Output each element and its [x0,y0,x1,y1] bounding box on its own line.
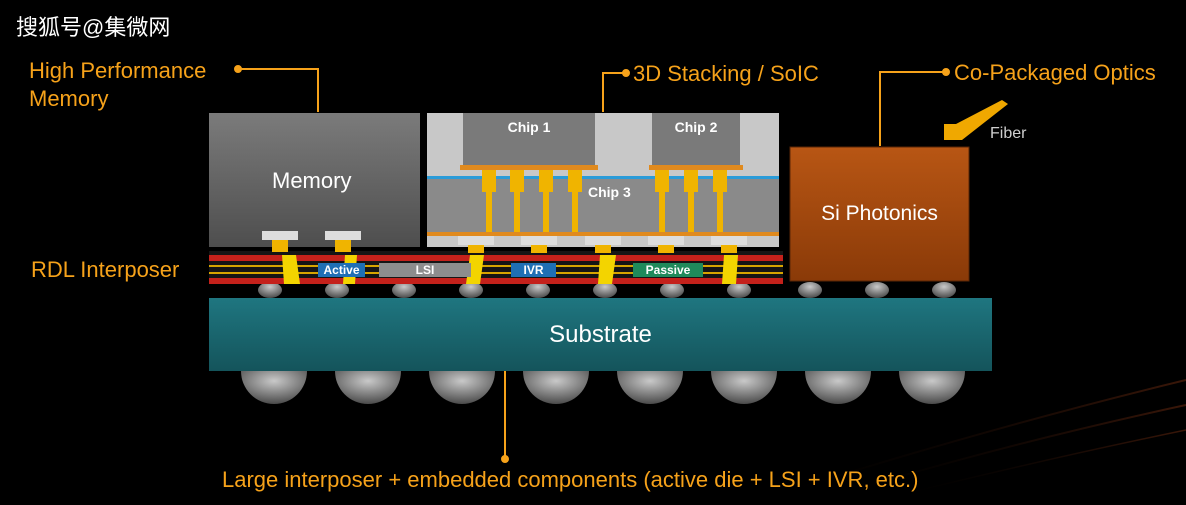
callout-lines [234,65,950,463]
chip1-label: Chip 1 [507,119,551,135]
chip-1 [463,113,595,166]
substrate [209,298,992,371]
memory-stack [209,113,420,247]
memory-bumps [262,231,361,252]
lsi-bridge [379,263,471,277]
bottom-callout: Large interposer + embedded components (… [222,467,919,492]
ivr-die [511,263,556,277]
passive-component [633,263,703,277]
chip-2 [652,113,740,166]
hbm-callout-line1: High Performance [29,58,207,83]
soic-bumps [458,236,747,253]
fiber-connector [944,100,1008,140]
hbm-leader [240,68,319,112]
chip3-label: Chip 3 [588,184,631,200]
substrate-label: Substrate [549,321,652,348]
optics-leader [879,71,944,146]
active-label: Active [323,263,360,277]
stacking-callout: 3D Stacking / SoIC [633,61,819,86]
background-swoosh [759,379,1186,501]
si-photonics-die [789,146,970,282]
fiber-label: Fiber [990,125,1027,142]
watermark: 搜狐号@集微网 [16,15,171,40]
rdl-callout: RDL Interposer [31,257,180,282]
soic-stack [427,113,779,253]
chip2-label: Chip 2 [674,119,718,135]
passive-label: Passive [645,263,691,277]
ivr-label: IVR [523,263,544,277]
memory-label: Memory [272,168,352,193]
active-die [318,263,365,277]
hbm-callout-line2: Memory [29,86,109,111]
stacking-leader [602,72,624,112]
lsi-label: LSI [415,263,435,277]
c4-bumps [258,282,956,298]
rdl-interposer [209,251,783,284]
optics-callout: Co-Packaged Optics [954,60,1156,85]
si-photonics-label: Si Photonics [821,202,938,225]
bga-balls [241,371,965,404]
